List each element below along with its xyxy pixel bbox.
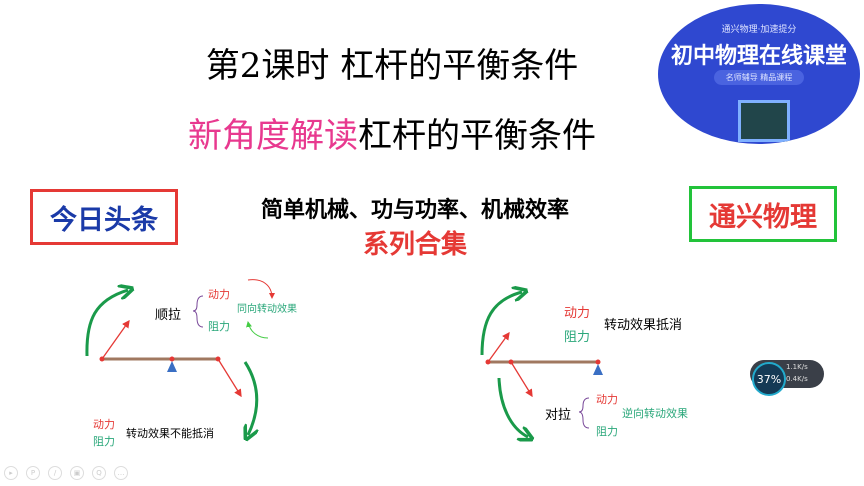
left-conclusion: 转动效果不能抵消 (126, 427, 214, 440)
course-logo: 通兴物理·加速提分 初中物理在线课堂 名师辅导 精品课程 (658, 4, 860, 144)
download-speed: 0.4K/s (786, 375, 808, 383)
zoom-icon[interactable]: Q (92, 466, 106, 480)
left-label: 顺拉 (155, 308, 182, 323)
slide-subtitle: 新角度解读杠杆的平衡条件 (0, 108, 784, 157)
left-badge: 今日头条 (30, 189, 178, 245)
subtitle-highlight: 新角度解读 (188, 116, 358, 156)
series-line2: 系列合集 (362, 230, 467, 260)
play-icon[interactable]: ▸ (4, 466, 18, 480)
right-label: 对拉 (545, 408, 572, 423)
pivot-icon (167, 361, 177, 372)
blackboard-icon (738, 100, 790, 142)
more-icon[interactable]: … (114, 466, 128, 480)
left-bottom-force1: 动力 (93, 418, 115, 431)
edit-icon[interactable]: / (48, 466, 62, 480)
slide-toolbar: ▸ P / ▣ Q … (4, 466, 128, 480)
slides-icon[interactable]: ▣ (70, 466, 84, 480)
left-bottom-force2: 阻力 (93, 435, 115, 448)
left-effect: 同向转动效果 (237, 304, 297, 315)
upload-speed: 1.1K/s (786, 363, 808, 371)
cpu-gauge[interactable]: 37% (752, 362, 786, 396)
series-line1: 简单机械、功与功率、机械效率 (260, 198, 569, 223)
pivot-icon (593, 364, 603, 375)
pen-icon[interactable]: P (26, 466, 40, 480)
right-conclusion: 转动效果抵消 (604, 318, 683, 333)
slide-title: 第2课时 杠杆的平衡条件 (205, 46, 579, 86)
right-bottom-force1: 动力 (596, 393, 618, 406)
right-lever (480, 292, 603, 437)
left-force2: 阻力 (208, 320, 230, 333)
left-lever (85, 279, 275, 435)
right-effect: 逆向转动效果 (622, 407, 688, 420)
right-force2: 阻力 (564, 330, 591, 345)
logo-title: 初中物理在线课堂 (670, 44, 847, 69)
left-force1: 动力 (208, 288, 230, 301)
right-force1: 动力 (564, 306, 591, 321)
right-badge: 通兴物理 (689, 186, 837, 242)
logo-tagline: 通兴物理·加速提分 (721, 25, 797, 35)
logo-pill: 名师辅导 精品课程 (714, 70, 804, 85)
subtitle-rest: 杠杆的平衡条件 (358, 116, 596, 156)
right-bottom-force2: 阻力 (596, 425, 618, 438)
